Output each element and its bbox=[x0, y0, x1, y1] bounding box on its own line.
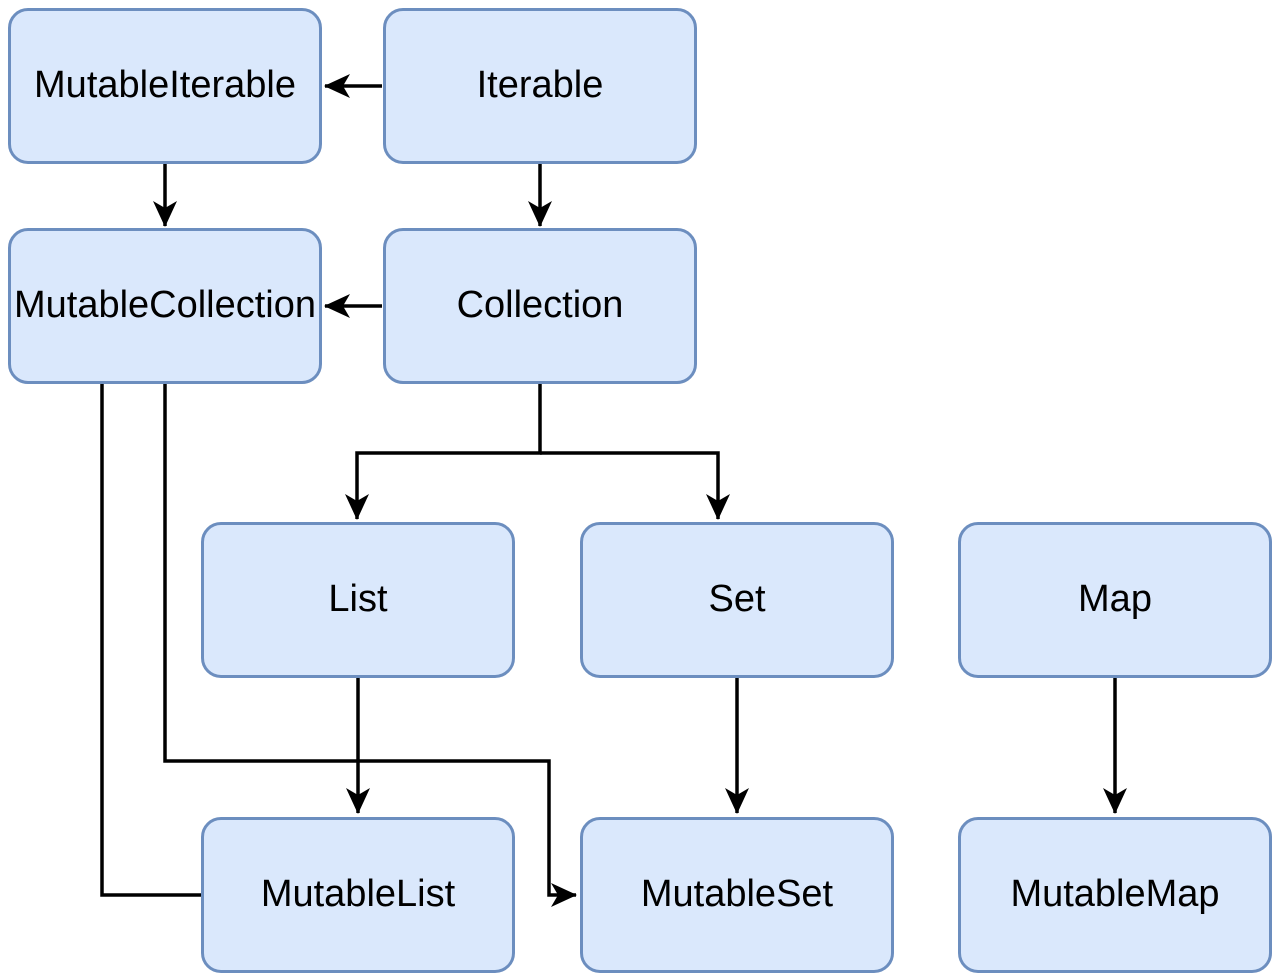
node-label-iterable: Iterable bbox=[476, 64, 604, 107]
node-mutable-collection: MutableCollection bbox=[8, 228, 322, 384]
node-collection: Collection bbox=[383, 228, 697, 384]
node-label-mutable-iterable: MutableIterable bbox=[34, 64, 296, 107]
node-list: List bbox=[201, 522, 515, 678]
node-mutable-set: MutableSet bbox=[580, 817, 894, 973]
node-set: Set bbox=[580, 522, 894, 678]
node-label-collection: Collection bbox=[456, 284, 624, 327]
edge-collection-to-set bbox=[540, 451, 730, 520]
node-iterable: Iterable bbox=[383, 8, 697, 164]
node-mutable-map: MutableMap bbox=[958, 817, 1272, 973]
node-label-mutable-map: MutableMap bbox=[1010, 873, 1220, 916]
edge-mutable-collection-to-mutable-list bbox=[100, 384, 201, 897]
node-label-mutable-collection: MutableCollection bbox=[13, 284, 317, 327]
node-label-mutable-list: MutableList bbox=[260, 873, 456, 916]
node-label-mutable-set: MutableSet bbox=[640, 873, 834, 916]
node-label-list: List bbox=[328, 578, 388, 621]
node-label-set: Set bbox=[708, 578, 766, 621]
node-mutable-list: MutableList bbox=[201, 817, 515, 973]
node-map: Map bbox=[958, 522, 1272, 678]
node-label-map: Map bbox=[1078, 578, 1152, 621]
node-mutable-iterable: MutableIterable bbox=[8, 8, 322, 164]
edge-mutable-collection-to-mutable-set bbox=[163, 384, 577, 907]
edge-collection-to-list bbox=[345, 384, 542, 520]
